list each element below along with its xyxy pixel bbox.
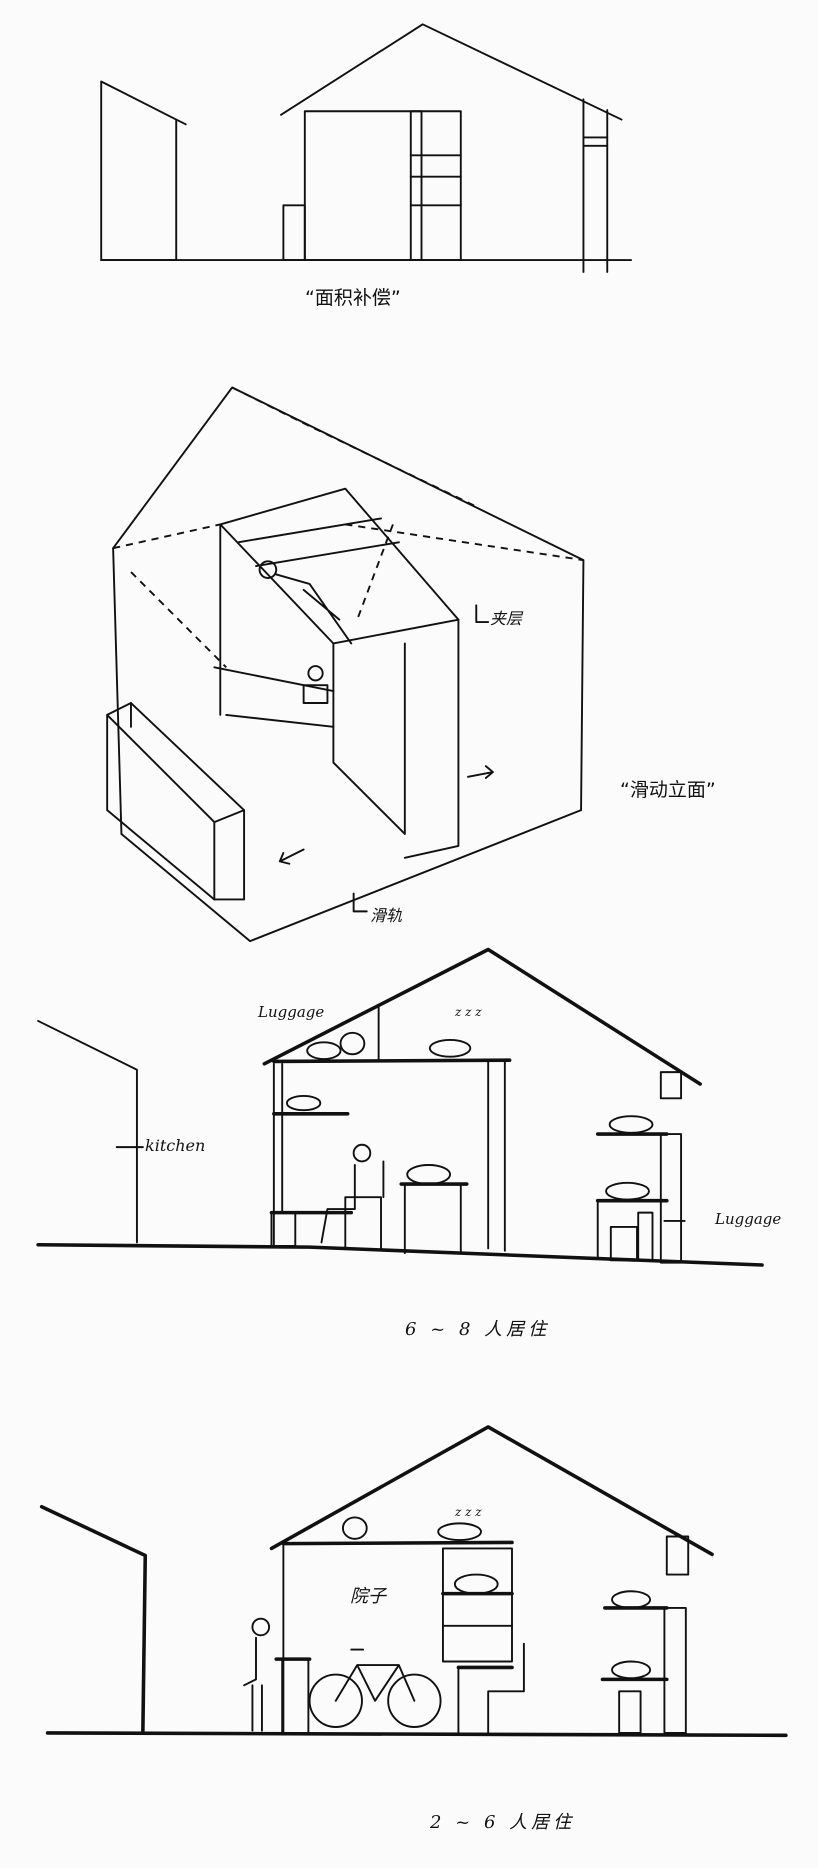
section-2-6-caption: 2 ~ 6 人居住: [430, 1812, 576, 1833]
section-2-6-sketch: [39, 1425, 788, 1738]
area-compensation-caption: “面积补偿”: [305, 287, 401, 309]
luggage-label-right: Luggage: [715, 1210, 782, 1228]
sliding-facade-caption: “滑动立面”: [620, 779, 716, 801]
area-compensation-sketch: [100, 23, 633, 273]
mezzanine-label: 夹层: [490, 609, 523, 628]
kitchen-label: kitchen: [145, 1136, 206, 1155]
section-6-8-caption: 6 ~ 8 人居住: [405, 1319, 551, 1340]
section-6-8-sketch: [36, 947, 764, 1267]
rail-label: 滑轨: [370, 906, 403, 925]
sleep-marks: z z z: [455, 1005, 482, 1019]
luggage-label-left: Luggage: [258, 1003, 325, 1021]
courtyard-label: 院子: [350, 1586, 386, 1607]
sleep-marks-2: z z z: [455, 1505, 482, 1519]
sliding-facade-sketch: [106, 386, 585, 943]
